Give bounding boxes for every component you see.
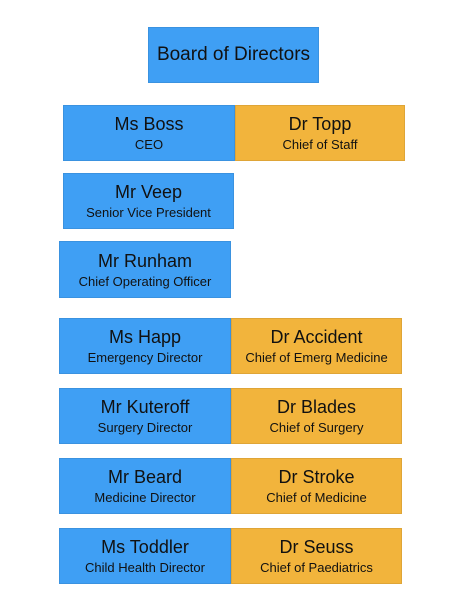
- chief-of-staff-name: Dr Topp: [288, 114, 352, 134]
- chief-title: Chief of Medicine: [266, 490, 367, 505]
- chief-of-surgery-box: Dr Blades Chief of Surgery: [231, 388, 402, 444]
- chief-of-medicine-box: Dr Stroke Chief of Medicine: [231, 458, 402, 514]
- chief-name: Dr Accident: [270, 327, 363, 347]
- director-name: Ms Happ: [108, 327, 182, 347]
- director-name: Ms Toddler: [101, 537, 189, 557]
- ceo-title: CEO: [134, 137, 164, 152]
- svp-name: Mr Veep: [114, 182, 183, 202]
- ceo-name: Ms Boss: [114, 114, 184, 134]
- chief-title: Chief of Paediatrics: [260, 560, 373, 575]
- svp-box: Mr Veep Senior Vice President: [63, 173, 234, 229]
- chief-of-staff-title: Chief of Staff: [282, 137, 358, 152]
- chief-title: Chief of Surgery: [269, 420, 364, 435]
- chief-of-paediatrics-box: Dr Seuss Chief of Paediatrics: [231, 528, 402, 584]
- director-title: Surgery Director: [97, 420, 193, 435]
- coo-name: Mr Runham: [97, 250, 193, 271]
- surgery-director-box: Mr Kuteroff Surgery Director: [59, 388, 231, 444]
- chief-name: Dr Stroke: [278, 467, 355, 487]
- emergency-director-box: Ms Happ Emergency Director: [59, 318, 231, 374]
- chief-emerg-medicine-box: Dr Accident Chief of Emerg Medicine: [231, 318, 402, 374]
- board-of-directors-box: Board of Directors: [148, 27, 319, 83]
- chief-of-staff-box: Dr Topp Chief of Staff: [235, 105, 405, 161]
- ceo-box: Ms Boss CEO: [63, 105, 235, 161]
- board-label: Board of Directors: [156, 44, 311, 65]
- director-title: Emergency Director: [87, 350, 203, 365]
- medicine-director-box: Mr Beard Medicine Director: [59, 458, 231, 514]
- chief-name: Dr Seuss: [279, 537, 354, 557]
- director-name: Mr Kuteroff: [100, 397, 190, 417]
- director-title: Child Health Director: [85, 560, 205, 575]
- coo-title: Chief Operating Officer: [78, 273, 212, 289]
- chief-title: Chief of Emerg Medicine: [245, 350, 388, 365]
- child-health-director-box: Ms Toddler Child Health Director: [59, 528, 231, 584]
- coo-box: Mr Runham Chief Operating Officer: [59, 241, 231, 298]
- svp-title: Senior Vice President: [86, 205, 211, 220]
- director-title: Medicine Director: [94, 490, 196, 505]
- chief-name: Dr Blades: [276, 397, 357, 417]
- director-name: Mr Beard: [107, 467, 183, 487]
